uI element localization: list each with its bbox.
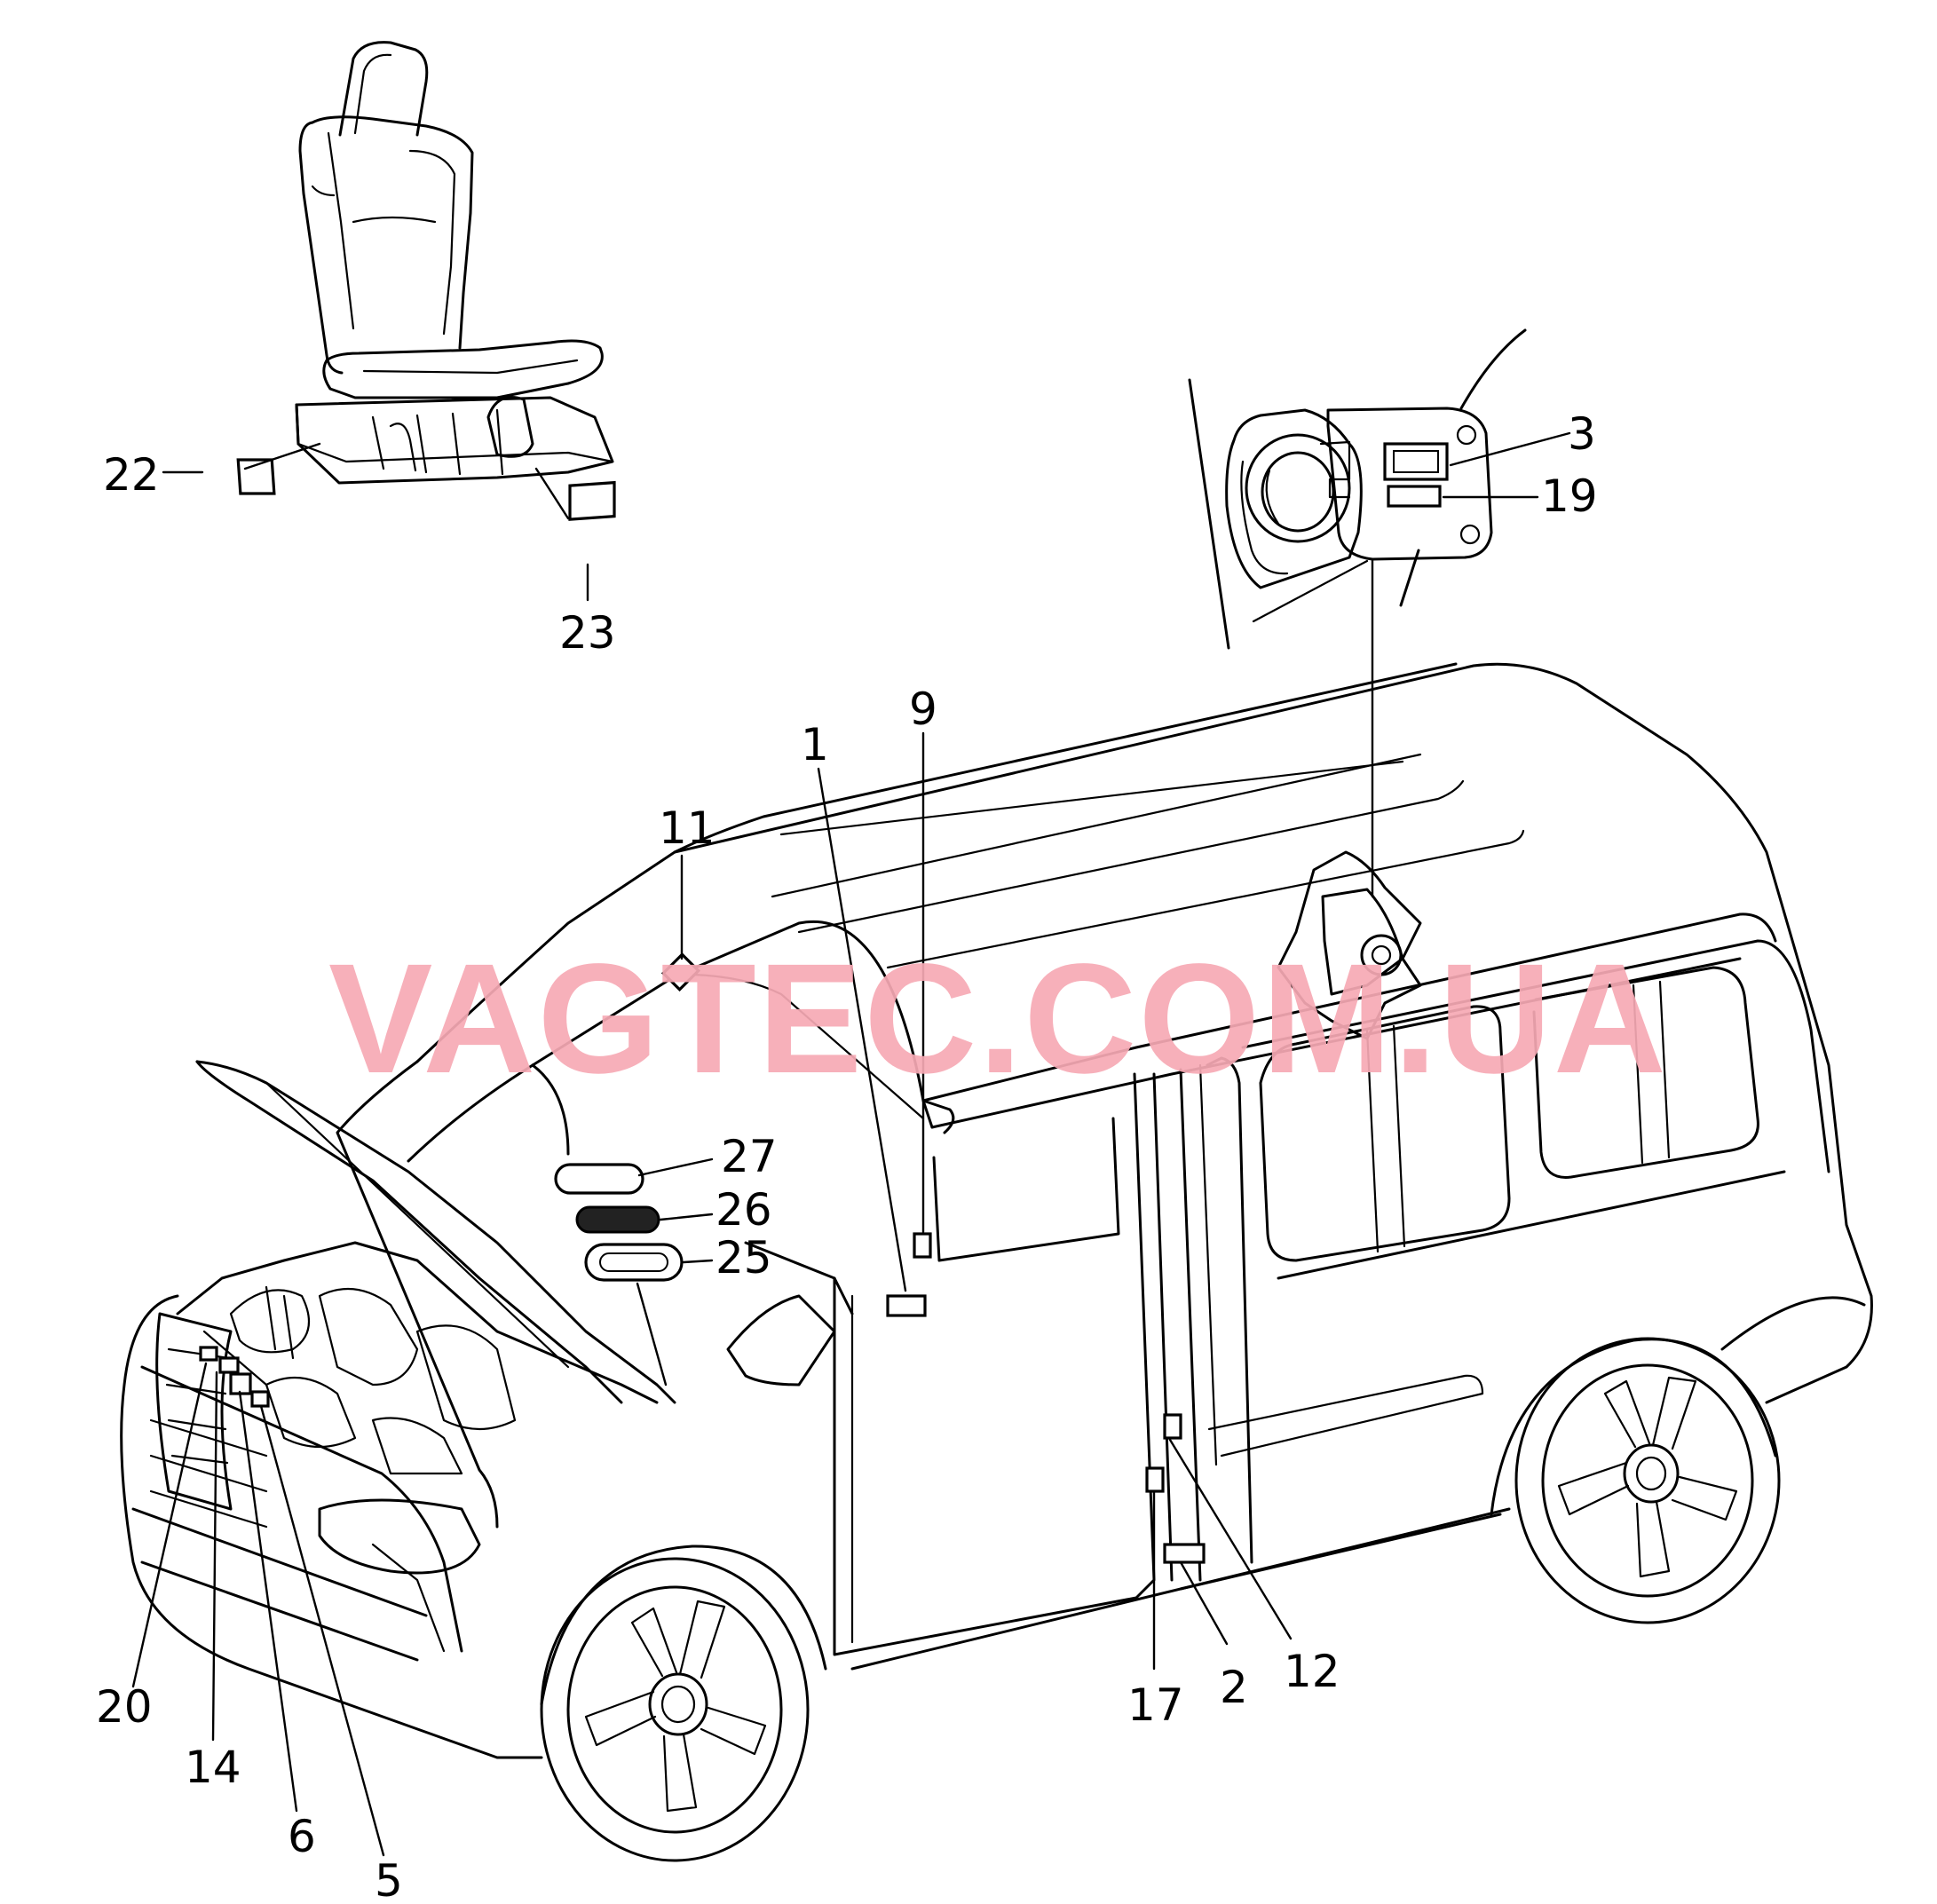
callout-22: 22 <box>103 449 160 501</box>
callout-1: 1 <box>801 719 829 770</box>
callout-25: 25 <box>716 1232 772 1284</box>
callout-14: 14 <box>185 1742 241 1793</box>
seat-illustration <box>295 41 614 485</box>
leader-lines <box>131 431 1571 1857</box>
callout-17: 17 <box>1127 1679 1184 1731</box>
callout-9: 9 <box>909 683 937 735</box>
callout-12: 12 <box>1284 1646 1340 1697</box>
callout-19: 19 <box>1541 470 1598 522</box>
watermark-text: VAGTEC.COM.UA <box>328 932 1668 1106</box>
callout-23: 23 <box>559 607 616 659</box>
callout-labels: 1 2 3 5 6 9 11 12 14 17 19 20 22 23 25 2… <box>96 408 1598 1904</box>
fuel-flap-illustration <box>1188 328 1527 650</box>
callout-26: 26 <box>716 1184 772 1236</box>
van-illustration <box>120 458 1873 1862</box>
callout-2: 2 <box>1220 1662 1248 1713</box>
callout-3: 3 <box>1568 408 1596 460</box>
callout-20: 20 <box>96 1681 153 1733</box>
callout-27: 27 <box>721 1131 778 1182</box>
callout-5: 5 <box>375 1855 403 1904</box>
callout-11: 11 <box>659 802 716 854</box>
callout-6: 6 <box>288 1811 316 1862</box>
